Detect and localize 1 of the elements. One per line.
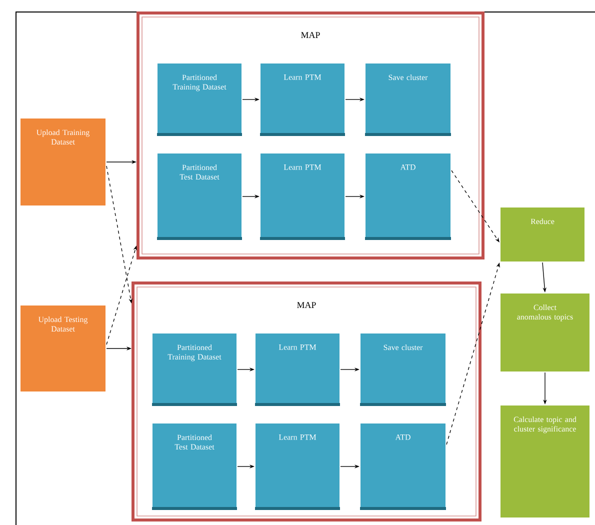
arrow — [451, 170, 500, 242]
